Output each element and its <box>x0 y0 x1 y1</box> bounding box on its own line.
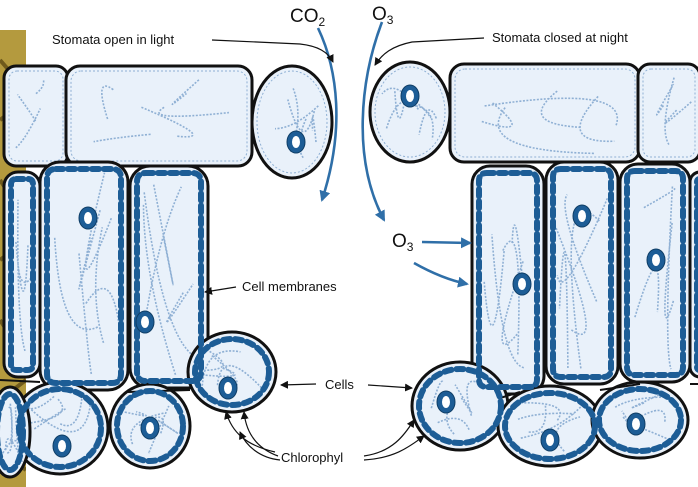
label-co2: CO2 <box>290 6 326 29</box>
nucleus-icon <box>53 435 71 457</box>
label-cell-membranes: Cell membranes <box>242 279 337 294</box>
palisade-cell-6 <box>620 164 690 382</box>
label-stomata-closed: Stomata closed at night <box>492 30 628 45</box>
epidermis-cell-2 <box>66 66 252 166</box>
chlorophyl-pointer-5 <box>364 436 424 460</box>
epidermis-cell-1 <box>4 66 68 166</box>
chlorophyl-pointer-4 <box>364 420 414 456</box>
stomata-open-pointer <box>212 40 333 62</box>
o3-arrow-right-upper <box>422 242 470 243</box>
epidermis-cell-3 <box>450 64 640 162</box>
cells-pointer-left <box>281 384 316 385</box>
palisade-cell-5 <box>546 162 618 384</box>
nucleus-icon <box>573 205 591 227</box>
label-stomata-open: Stomata open in light <box>52 32 175 47</box>
palisade-cell-2 <box>40 162 128 390</box>
cell-membranes-pointer <box>205 287 236 292</box>
spongy-cell-5 <box>412 362 508 450</box>
nucleus-icon <box>513 273 531 295</box>
nucleus-icon <box>401 85 419 107</box>
nucleus-icon <box>219 377 237 399</box>
nucleus-icon <box>541 429 559 451</box>
o3-arrow-right-lower <box>414 263 467 284</box>
chlorophyl-pointer-2 <box>244 412 278 456</box>
label-cells: Cells <box>325 377 354 392</box>
chlorophyl-pointer-1 <box>226 412 275 452</box>
epidermis-cell-4 <box>638 64 698 162</box>
label-o3-top: O3 <box>372 4 394 27</box>
nucleus-icon <box>627 413 645 435</box>
guard-cell-left <box>252 66 332 178</box>
nucleus-icon <box>287 131 305 153</box>
palisade-cell-4 <box>472 166 544 394</box>
nucleus-icon <box>79 207 97 229</box>
guard-cell-right <box>370 62 450 162</box>
nucleus-icon <box>437 391 455 413</box>
label-o3-middle: O3 <box>392 231 414 254</box>
spongy-cell-6 <box>498 386 602 466</box>
nucleus-icon <box>647 249 665 271</box>
nucleus-icon <box>136 311 154 333</box>
cells-pointer-right <box>368 385 412 388</box>
label-chlorophyl: Chlorophyl <box>281 450 343 465</box>
nucleus-icon <box>141 417 159 439</box>
stomata-closed-pointer <box>375 38 484 65</box>
